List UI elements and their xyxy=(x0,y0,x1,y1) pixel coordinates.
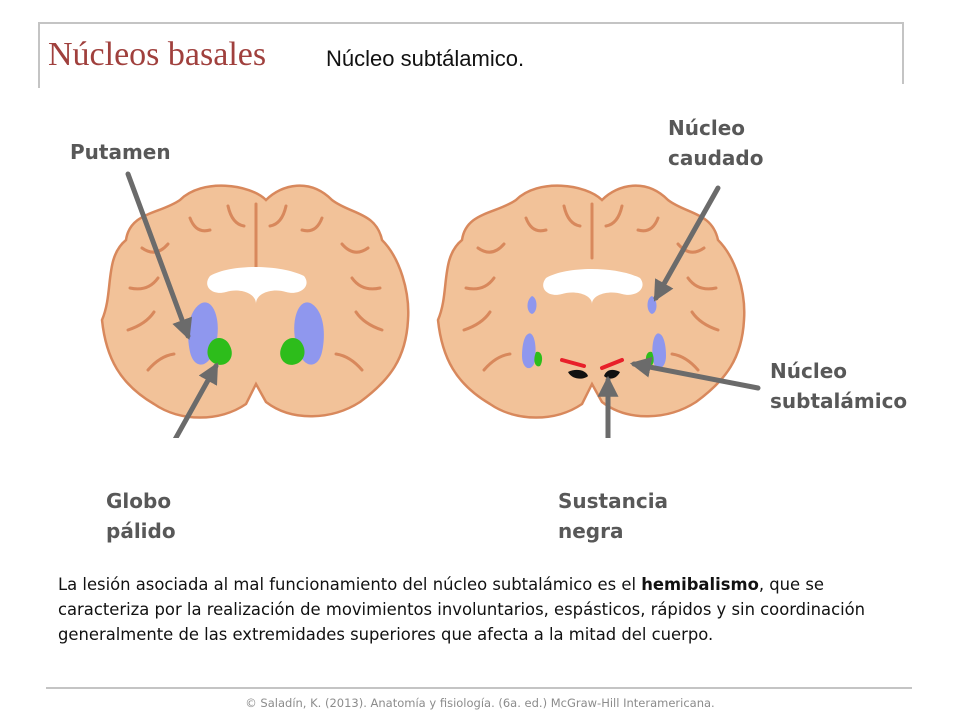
brain-tissue-right xyxy=(436,184,746,419)
substantia-nigra-a xyxy=(568,369,588,379)
brain-coronal-sections-figure xyxy=(100,171,761,438)
globus-pallidus-left-b xyxy=(280,338,305,365)
label-subthalamic-nucleus: Núcleo subtalámico xyxy=(770,359,908,413)
label-substantia-nigra: Sustancia negra xyxy=(558,489,669,543)
label-putamen: Putamen xyxy=(70,140,171,164)
subthalamic-nucleus-b xyxy=(600,358,624,370)
caudate-right-a xyxy=(527,296,537,314)
arrow-putamen xyxy=(125,171,193,340)
description-bold-term: hemibalismo xyxy=(641,575,759,594)
arrow-caudate xyxy=(653,185,721,302)
lateral-ventricle-right xyxy=(543,269,643,304)
putamen-right-a xyxy=(522,333,536,369)
arrow-subthalamic xyxy=(629,356,761,391)
slide-subtitle: Núcleo subtálamico. xyxy=(326,46,525,71)
description-text-start: La lesión asociada al mal funcionamiento… xyxy=(58,575,642,594)
frame-line-bottom xyxy=(46,687,912,689)
putamen-right-b xyxy=(652,333,666,369)
label-globus-pallidus: Globo pálido xyxy=(106,489,176,543)
description-paragraph: La lesión asociada al mal funcionamiento… xyxy=(58,572,898,647)
brain-section-left xyxy=(100,184,410,419)
slide-title: Núcleos basales xyxy=(48,36,267,73)
brain-section-right xyxy=(436,184,746,419)
citation-footer: © Saladín, K. (2013). Anatomía y fisiolo… xyxy=(245,696,715,710)
globus-pallidus-right-a xyxy=(534,351,543,367)
label-caudate-nucleus: Núcleo caudado xyxy=(668,116,764,170)
brain-tissue-left xyxy=(100,184,410,419)
frame-line-left xyxy=(38,22,40,88)
globus-pallidus-left-a xyxy=(207,338,232,365)
frame-line-top-right xyxy=(902,22,904,84)
description-text-end: , que se caracteriza por la realización … xyxy=(58,575,866,644)
frame-line-top xyxy=(40,22,904,24)
subthalamic-nucleus-a xyxy=(560,358,586,368)
lateral-ventricle-left xyxy=(207,267,307,304)
arrow-globus-pallidus xyxy=(172,362,219,438)
